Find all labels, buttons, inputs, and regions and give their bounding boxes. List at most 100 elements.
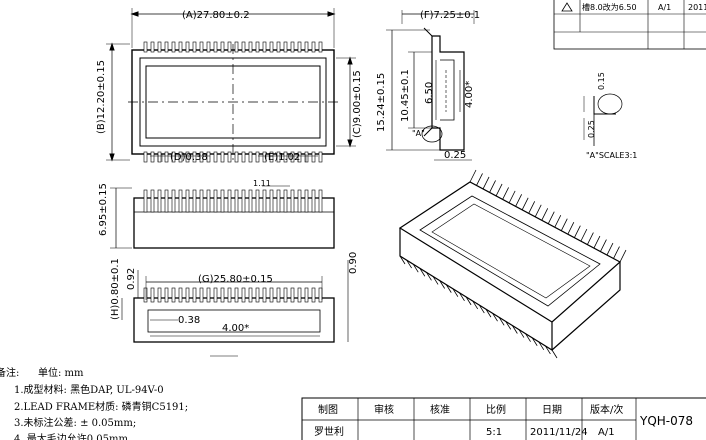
pin (525, 333, 531, 342)
notes-line-1: 1.成型材料: 黑色DAP, UL-94V-0 (14, 383, 164, 396)
pin (290, 41, 295, 53)
pin (255, 189, 260, 213)
pin (276, 151, 281, 163)
pin (248, 287, 253, 303)
pin (262, 41, 267, 53)
pin (171, 287, 176, 303)
pin (157, 287, 162, 303)
dim-h-label: (H)0.80±0.1 (110, 258, 121, 320)
pin (143, 189, 148, 213)
pin (502, 187, 509, 200)
pin (600, 239, 607, 252)
pin (213, 189, 218, 213)
pin (318, 41, 323, 53)
warning-triangle-icon (561, 2, 573, 12)
detail-caption: "A"SCALE3:1 (586, 151, 637, 160)
pin (593, 235, 601, 249)
pin (515, 194, 523, 207)
pin (554, 215, 562, 228)
dim-650-label: 6.50 (424, 82, 435, 104)
pin (213, 287, 218, 303)
dim-038-label: 0.38 (178, 315, 200, 326)
pin (143, 151, 148, 163)
pin (311, 151, 316, 163)
pin (304, 287, 309, 303)
dim-400-bottom-label: 4.00* (222, 323, 249, 334)
pin (290, 287, 295, 303)
pin (445, 284, 452, 293)
notes-unit: 单位: mm (38, 366, 84, 379)
pin (560, 218, 568, 231)
rev-version: A/1 (658, 3, 671, 12)
pin (199, 189, 204, 213)
dim-025-side-label: 0.25 (444, 150, 466, 161)
detail-dim-bottom-label: 0.25 (587, 120, 596, 138)
dim-pitch-label: 1.11 (253, 179, 271, 188)
pin (248, 41, 253, 53)
pin (199, 41, 204, 53)
pin (206, 189, 211, 213)
pin (227, 151, 232, 163)
dim-c-label: (C)9.00±0.15 (352, 70, 363, 138)
pin (495, 183, 503, 197)
dim-e-label: (E)1.02 (264, 152, 300, 163)
pin (478, 304, 485, 314)
tb-header-draw: 制图 (318, 403, 338, 416)
pin (269, 287, 274, 303)
pin (482, 176, 490, 190)
pin (192, 287, 197, 303)
tb-header-review: 审核 (374, 403, 394, 416)
pin (304, 41, 309, 53)
pin (199, 287, 204, 303)
pin (459, 292, 465, 301)
pin (269, 41, 274, 53)
dim-a-label: (A)27.80±0.2 (182, 10, 250, 21)
top-view-pins-bottom (143, 151, 323, 163)
pin (143, 41, 148, 53)
front-view (110, 185, 335, 249)
pin (206, 287, 211, 303)
pin (521, 197, 529, 211)
title-block (301, 397, 706, 440)
rev-note: 槽8.0改为6.50 (582, 2, 637, 12)
pin (185, 189, 190, 213)
isometric-view (398, 169, 627, 359)
rev-date: 2011. (688, 3, 706, 12)
pin (262, 287, 267, 303)
pin (318, 151, 323, 163)
pin (269, 151, 274, 163)
pin (613, 246, 620, 259)
dim-400-side-label: 4.00* (464, 81, 475, 108)
pin (262, 151, 267, 163)
pin (606, 242, 614, 256)
pin (290, 151, 295, 163)
pin (573, 225, 581, 238)
pin (304, 189, 309, 213)
pin (234, 41, 239, 53)
pin (580, 228, 588, 242)
dim-g-label: (G)25.80±0.15 (198, 274, 273, 285)
pin (220, 41, 225, 53)
pin (143, 287, 148, 303)
pin (234, 287, 239, 303)
pin (551, 349, 558, 359)
pin (465, 296, 472, 306)
pin (241, 189, 246, 213)
revision-table (553, 0, 706, 50)
pin (567, 221, 575, 235)
pin (518, 329, 525, 338)
pin (192, 189, 197, 213)
pin (178, 287, 183, 303)
pin (255, 41, 260, 53)
tb-drawing-code: YQH-078 (639, 414, 693, 428)
dim-total-label: 15.24±0.15 (376, 73, 387, 132)
notes-title: 备注: (0, 366, 19, 379)
pin (508, 190, 516, 204)
pin (297, 189, 302, 213)
pin (199, 151, 204, 163)
isometric-pins (399, 169, 627, 359)
pin (213, 41, 218, 53)
pin (234, 151, 239, 163)
pin (178, 41, 183, 53)
dim-f-label: (F)7.25±0.1 (420, 10, 480, 21)
